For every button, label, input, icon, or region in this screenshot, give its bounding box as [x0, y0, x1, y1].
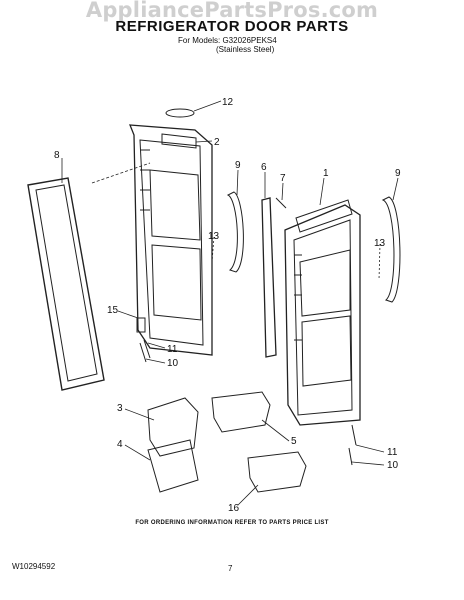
ordering-info: FOR ORDERING INFORMATION REFER TO PARTS … [135, 520, 329, 526]
callout-10: 10 [167, 358, 179, 369]
callout-10: 10 [387, 460, 399, 471]
center-mullion-part [261, 197, 277, 358]
callout-2: 2 [214, 137, 220, 148]
door-bin-part [211, 391, 271, 433]
page-title: REFRIGERATOR DOOR PARTS [115, 18, 349, 35]
bin-bracket-part [147, 439, 199, 493]
dispenser-cover-part [147, 397, 199, 457]
page-number: 7 [228, 564, 233, 573]
callout-9: 9 [235, 160, 241, 171]
callout-11: 11 [167, 344, 178, 355]
callout-5: 5 [291, 436, 297, 447]
callout-11: 11 [387, 447, 398, 458]
callout-7: 7 [280, 173, 286, 184]
models-line: For Models: G32026PEKS4 [178, 36, 277, 45]
callout-9: 9 [395, 168, 401, 179]
mullion-screw-part [275, 197, 287, 209]
door-gasket-part [27, 177, 105, 391]
callout-13: 13 [208, 231, 220, 242]
callout-4: 4 [117, 439, 123, 450]
left-handle-part [226, 191, 244, 273]
hinge-hardware-left [136, 317, 151, 363]
right-handle-part [381, 196, 401, 303]
callout-6: 6 [261, 162, 267, 173]
right-door-liner-part [284, 199, 361, 426]
callout-3: 3 [117, 403, 123, 414]
document-number: W10294592 [12, 562, 56, 571]
hinge-hardware-right [348, 424, 357, 466]
callout-8: 8 [54, 150, 60, 161]
callout-16: 16 [228, 503, 240, 514]
callout-13: 13 [374, 238, 386, 249]
variant-label: (Stainless Steel) [216, 45, 275, 54]
lower-door-bin-part [247, 451, 307, 493]
left-door-liner-part [129, 124, 213, 356]
watermark: AppliancePartsPros.com [85, 0, 379, 22]
door-cap-part [165, 108, 195, 118]
callout-1: 1 [323, 168, 329, 179]
callout-15: 15 [107, 305, 119, 316]
callout-12: 12 [222, 97, 234, 108]
